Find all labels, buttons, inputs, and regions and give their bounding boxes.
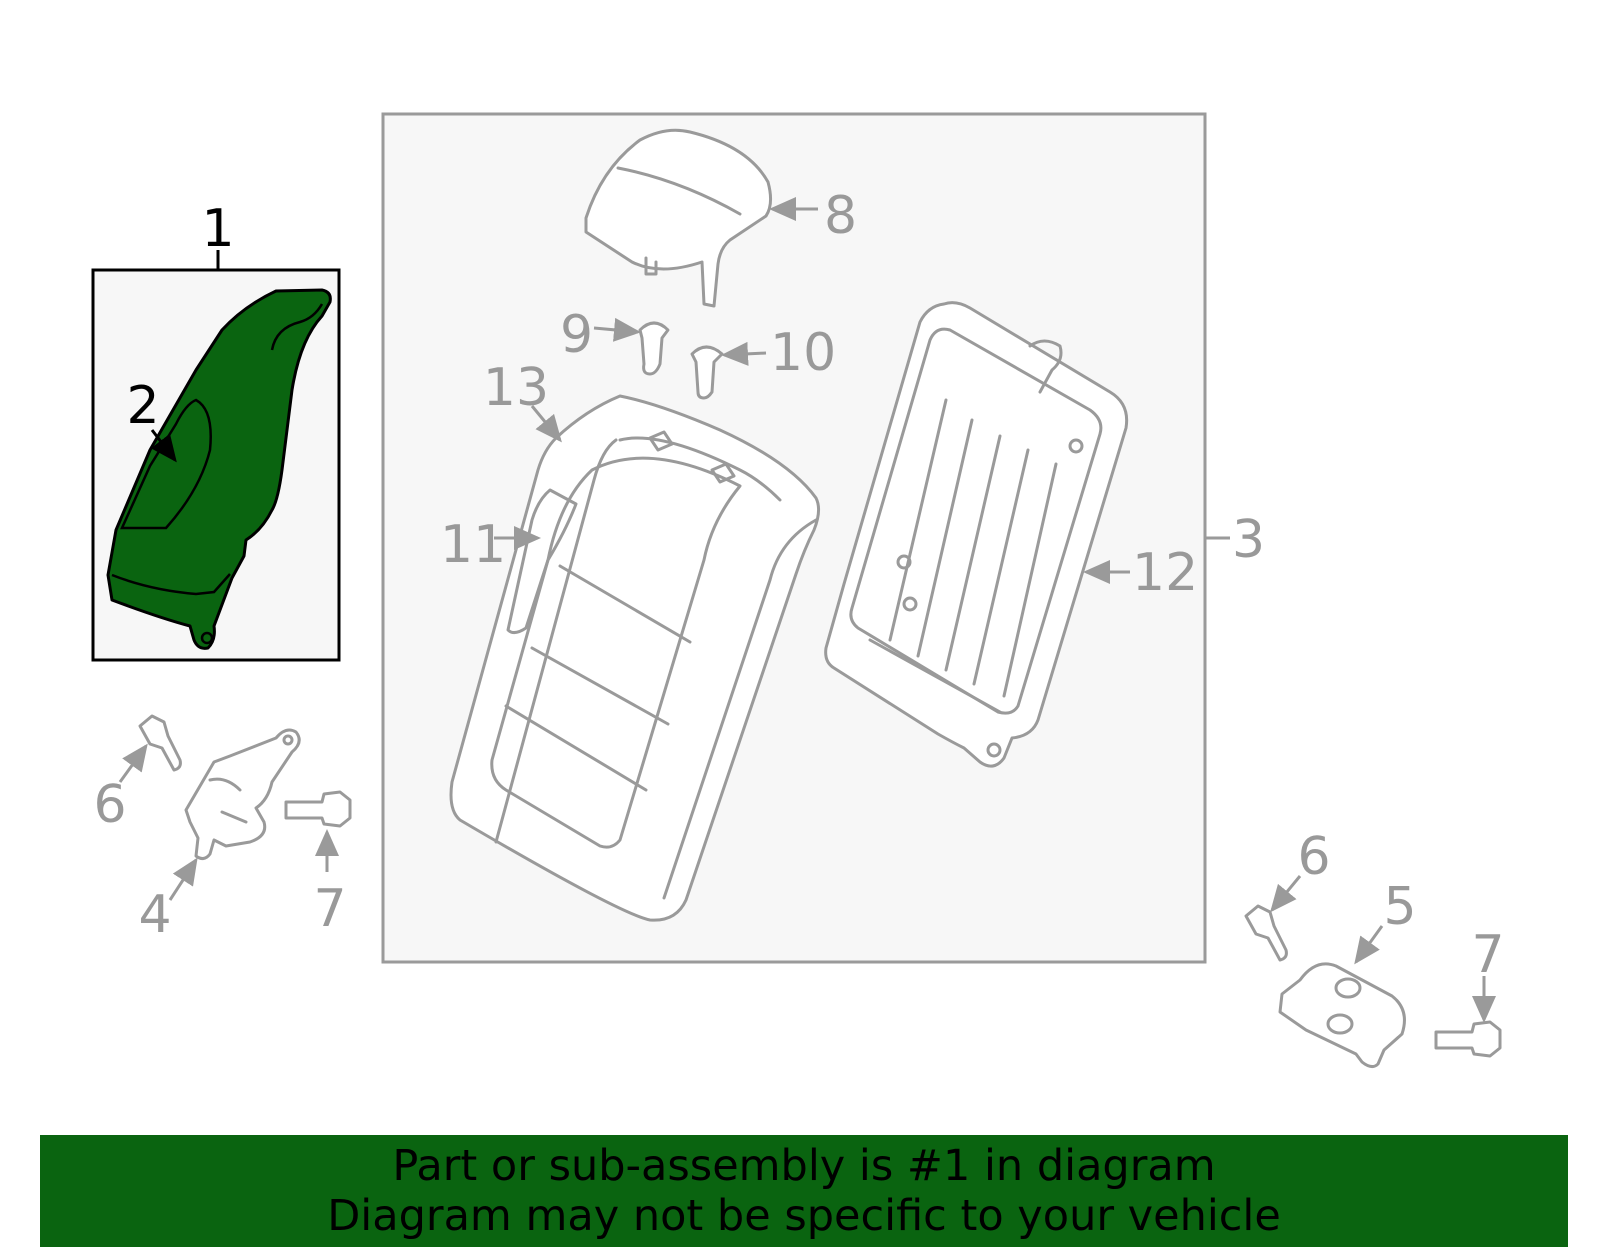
part-6-right-leader — [1270, 875, 1302, 913]
part-5-leader — [1354, 925, 1384, 965]
part-1-tab-hole — [200, 631, 214, 645]
frame-rib-3 — [944, 434, 1002, 672]
frame-rib-4 — [972, 448, 1030, 686]
hinge-barrel-1 — [1334, 977, 1362, 999]
frame-bottom-rail — [868, 638, 1002, 714]
part-4-group[interactable]: 4 — [138, 728, 301, 945]
callout-11: 11 — [440, 515, 506, 575]
frame-hook — [1028, 339, 1063, 394]
part-6-left-leader — [118, 743, 148, 783]
callout-9: 9 — [560, 305, 593, 365]
part-13-leader — [530, 405, 562, 443]
seatback-stripe-1 — [558, 564, 692, 644]
frame-rib-5 — [1002, 462, 1058, 698]
pad-11[interactable] — [506, 488, 578, 635]
headrest — [584, 128, 773, 308]
part-1-trim-inner-edge — [270, 303, 324, 351]
part-6-right-group[interactable]: 6 — [1244, 827, 1331, 962]
part-10-leader — [721, 341, 767, 366]
callout-7-right: 7 — [1471, 925, 1504, 985]
frame-hole-3 — [1068, 438, 1084, 454]
part-6-left-group[interactable]: 6 — [93, 714, 182, 835]
headrest-post-left — [644, 256, 658, 276]
hinge-bracket-detail — [208, 777, 248, 824]
bolt-6-right — [1244, 904, 1288, 962]
callout-10: 10 — [770, 323, 836, 383]
bolt-6-left — [138, 714, 182, 772]
bolt-7-right — [1434, 1020, 1502, 1058]
hinge-bracket-left — [184, 728, 301, 861]
info-banner: Part or sub-assembly is #1 in diagram Di… — [40, 1135, 1568, 1247]
part-7-right-group[interactable]: 7 — [1434, 925, 1505, 1058]
callout-3: 3 — [1232, 510, 1265, 570]
callout-5: 5 — [1383, 877, 1416, 937]
seatback-cover — [449, 394, 821, 922]
frame-rib-2 — [916, 418, 974, 658]
seatback-stripe-2 — [530, 646, 670, 726]
part-13-group[interactable]: 13 11 — [440, 358, 821, 922]
callout-2: 2 — [126, 376, 159, 436]
bolt-7-left — [284, 790, 352, 828]
callout-6-left: 6 — [93, 775, 126, 835]
headrest-guide-1 — [648, 430, 674, 452]
part-9-leader — [593, 317, 641, 342]
frame-hole-2 — [902, 596, 918, 612]
part-2-leader — [150, 429, 177, 463]
frame-hole-4 — [986, 742, 1002, 758]
part-8-group[interactable]: 8 — [584, 128, 857, 308]
clip-9 — [638, 321, 670, 376]
part-4-leader — [168, 857, 198, 901]
part-1-trim-highlight[interactable] — [106, 288, 332, 650]
callout-6-right: 6 — [1297, 827, 1330, 887]
headrest-guide-2 — [710, 462, 736, 484]
banner-line-2: Diagram may not be specific to your vehi… — [327, 1191, 1281, 1241]
callout-7-left: 7 — [313, 879, 346, 939]
headrest-seam — [616, 166, 742, 216]
frame-rib-1 — [888, 398, 948, 642]
part-1-group[interactable]: 1 2 — [91, 199, 341, 662]
part-5-group[interactable]: 5 — [1278, 877, 1417, 1069]
part-2-pad[interactable] — [120, 398, 212, 530]
part-7-left-group[interactable]: 7 — [284, 790, 352, 939]
part-9-group[interactable]: 9 — [560, 305, 670, 376]
seatback-rear-edge — [662, 518, 818, 900]
banner-line-1: Part or sub-assembly is #1 in diagram — [392, 1141, 1216, 1191]
hinge-bracket-hole — [282, 734, 294, 746]
callout-8: 8 — [824, 186, 857, 246]
part-10-group[interactable]: 10 — [690, 323, 836, 400]
seatback-seam-side — [494, 438, 618, 844]
hinge-barrel-2 — [1326, 1013, 1354, 1035]
callout-12: 12 — [1132, 543, 1198, 603]
frame-hole-1 — [896, 554, 912, 570]
callout-13: 13 — [483, 358, 549, 418]
seatback-panel — [490, 456, 742, 849]
clip-10 — [690, 345, 724, 400]
callout-1: 1 — [201, 199, 234, 259]
part-12-group[interactable]: 12 — [824, 301, 1199, 768]
seatback-stripe-3 — [504, 704, 648, 792]
part-1-trim-bottom-edge — [111, 573, 231, 596]
callout-4: 4 — [138, 885, 171, 945]
